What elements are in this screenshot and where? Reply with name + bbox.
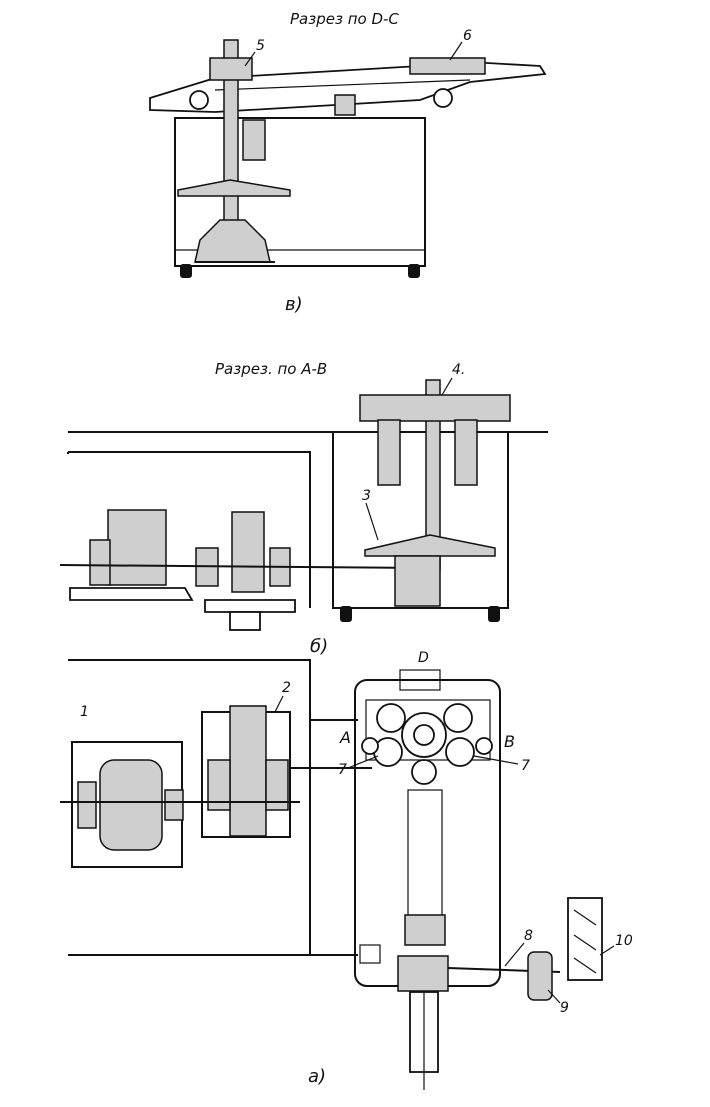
callout-9: 9 <box>560 1000 569 1016</box>
section-dc-view: Разрез по D-C 5 6 в) <box>149 10 547 315</box>
section-dc-title: Разрез по D-C <box>290 10 399 28</box>
caption-v: в) <box>285 294 303 315</box>
mark-d: D <box>418 650 429 666</box>
section-ab-title: Разрез. по А-В <box>215 360 327 378</box>
callout-7-right: 7 <box>521 758 530 774</box>
callout-7-left: 7 <box>338 762 347 778</box>
gearbox-side <box>231 511 265 593</box>
section-ab-view: Разрез. по А-В 4. 3 б) <box>59 360 548 657</box>
mark-b: В <box>504 732 515 751</box>
caption-a: а) <box>308 1066 326 1087</box>
callout-6: 6 <box>463 28 472 44</box>
callout-4: 4. <box>452 362 465 378</box>
disk-3 <box>364 534 496 557</box>
mark-a: А <box>339 728 351 747</box>
caption-b: б) <box>310 636 328 657</box>
callout-3: 3 <box>362 488 371 504</box>
callout-8: 8 <box>524 928 533 944</box>
drum-10 <box>567 897 603 981</box>
callout-10: 10 <box>615 933 633 949</box>
pulley-9 <box>527 951 553 1001</box>
frame-dc <box>174 117 426 267</box>
callout-5: 5 <box>256 38 265 54</box>
callout-1: 1 <box>80 704 89 720</box>
motor-side <box>107 509 167 586</box>
table-outline <box>68 659 311 956</box>
plan-view: 1 2 7 7 А В D 8 9 10 а) <box>60 650 633 1090</box>
part-6 <box>409 57 486 75</box>
rotor-head-4 <box>359 394 511 422</box>
callout-2: 2 <box>282 680 291 696</box>
